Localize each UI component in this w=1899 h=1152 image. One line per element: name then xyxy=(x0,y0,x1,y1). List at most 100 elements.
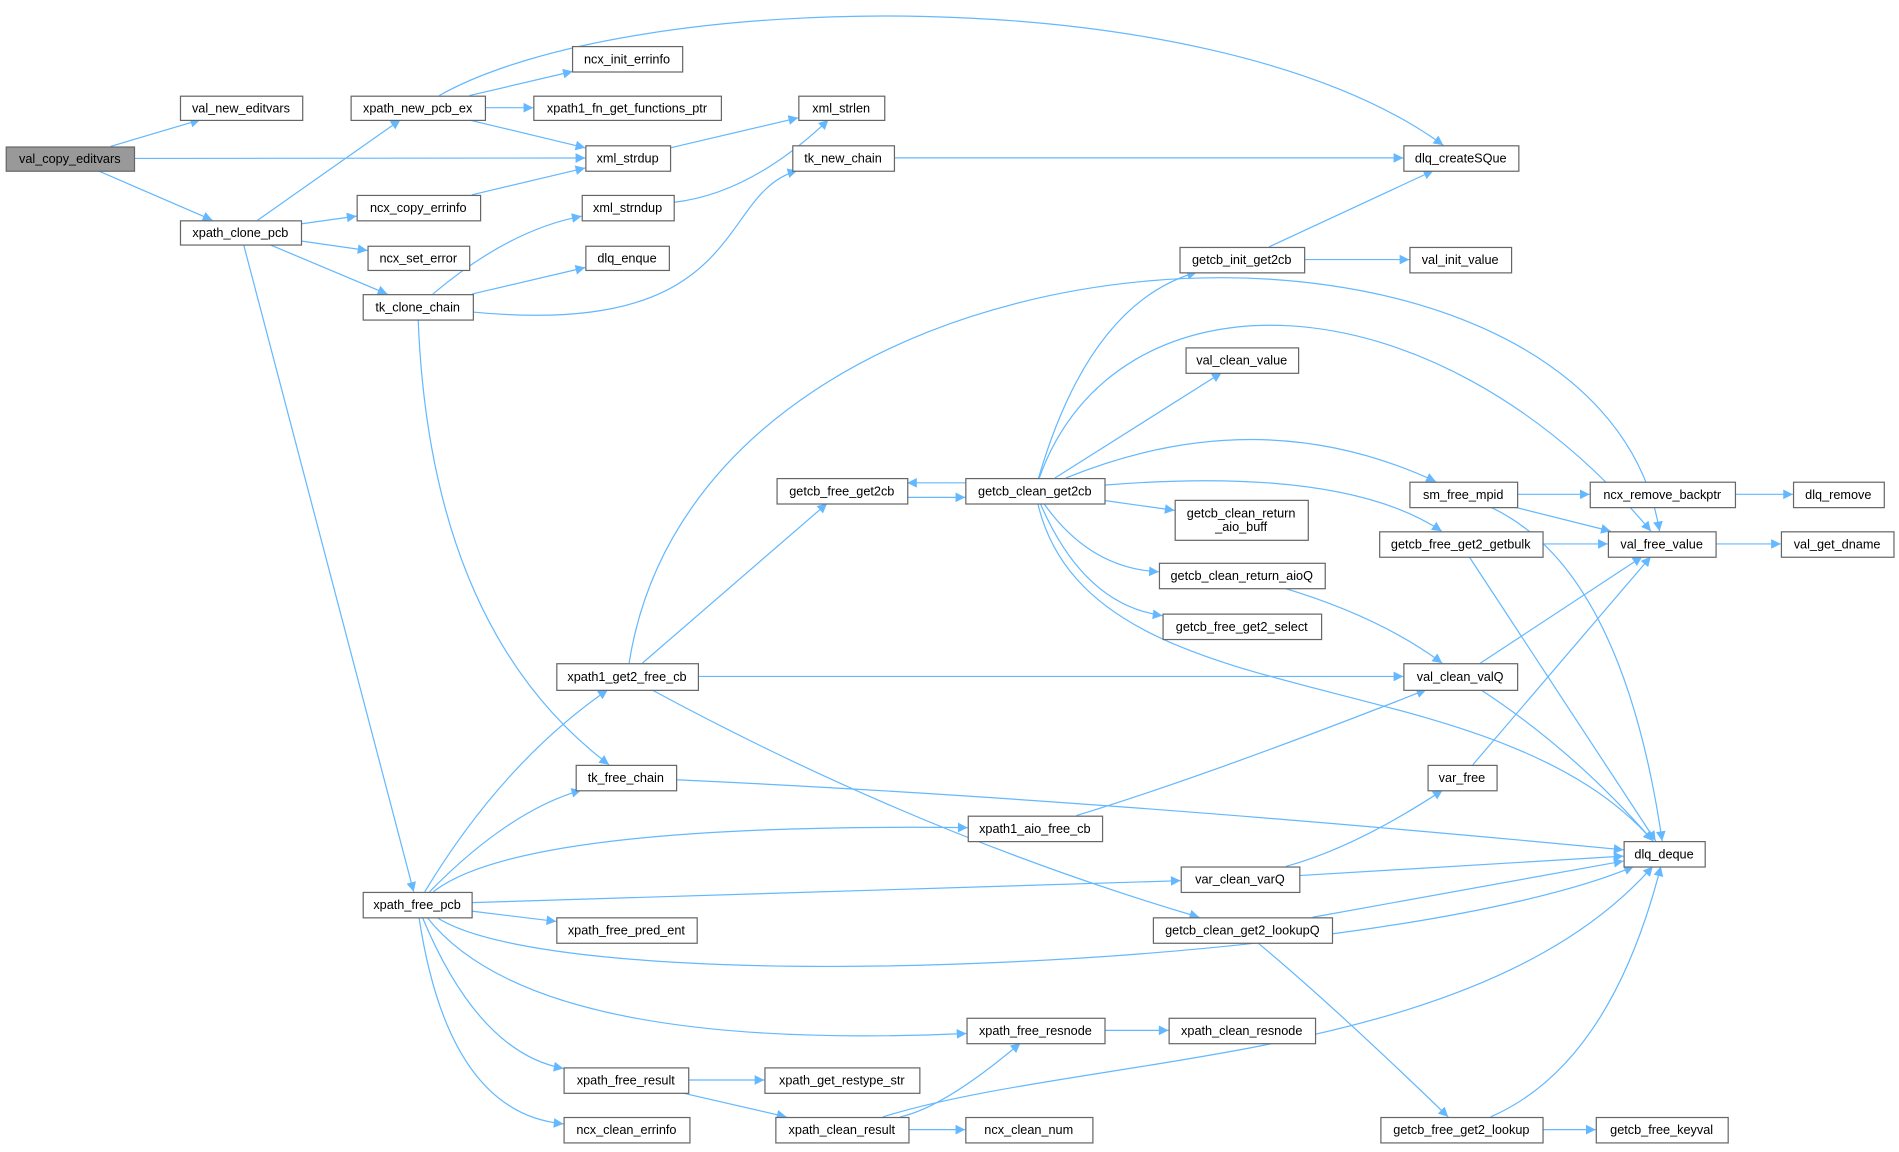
graph-node-dlq-createSQue[interactable]: dlq_createSQue xyxy=(1403,145,1520,172)
node-label: dlq_createSQue xyxy=(1415,152,1507,166)
node-label: val_get_dname xyxy=(1794,538,1881,552)
node-box xyxy=(792,145,896,172)
graph-node-getcb-init-get2cb[interactable]: getcb_init_get2cb xyxy=(1179,246,1306,274)
node-box xyxy=(362,891,473,919)
call-edge-var_clean_varQ-to-var_free xyxy=(1285,789,1443,868)
node-label: getcb_free_get2_select xyxy=(1176,620,1308,634)
graph-node-getcb-free-keyval[interactable]: getcb_free_keyval xyxy=(1595,1116,1729,1144)
node-label: getcb_clean_get2_lookupQ xyxy=(1165,924,1320,938)
graph-node-val-clean-value[interactable]: val_clean_value xyxy=(1185,347,1300,374)
node-box xyxy=(1409,481,1519,509)
call-edge-tk_clone_chain-to-dlq_enque xyxy=(471,265,586,295)
graph-node-tk-free-chain[interactable]: tk_free_chain xyxy=(575,764,678,792)
node-label: val_copy_editvars xyxy=(19,152,121,166)
graph-node-tk-clone-chain[interactable]: tk_clone_chain xyxy=(362,294,474,321)
node-box xyxy=(1403,663,1519,691)
nodes-layer: val_copy_editvars val_new_editvars xpath_n… xyxy=(5,45,1895,1144)
graph-node-getcb-clean-return-aioQ[interactable]: getcb_clean_return_aioQ xyxy=(1158,562,1326,590)
graph-node-xpath-free-resnode[interactable]: xpath_free_resnode xyxy=(966,1017,1106,1045)
graph-node-getcb-free-get2-getbulk[interactable]: getcb_free_get2_getbulk xyxy=(1379,531,1544,558)
node-label: xpath1_get2_free_cb xyxy=(567,670,686,684)
node-box xyxy=(356,194,482,222)
graph-node-xpath-clean-resnode[interactable]: xpath_clean_resnode xyxy=(1168,1017,1317,1045)
node-label: val_free_value xyxy=(1620,538,1703,552)
graph-node-val-new-editvars[interactable]: val_new_editvars xyxy=(179,95,304,122)
graph-node-xpath-free-pred-ent[interactable]: xpath_free_pred_ent xyxy=(556,917,698,944)
graph-node-ncx-clean-errinfo[interactable]: ncx_clean_errinfo xyxy=(563,1116,691,1144)
graph-node-xpath-free-pcb[interactable]: xpath_free_pcb xyxy=(362,891,473,919)
graph-node-xpath-clean-result[interactable]: xpath_clean_result xyxy=(775,1116,910,1144)
node-label: val_new_editvars xyxy=(192,101,290,115)
node-label: xml_strndup xyxy=(593,201,662,215)
graph-node-xpath-free-result[interactable]: xpath_free_result xyxy=(563,1067,690,1094)
graph-node-ncx-clean-num[interactable]: ncx_clean_num xyxy=(965,1116,1094,1144)
node-box xyxy=(1780,531,1895,558)
node-label: getcb_init_get2cb xyxy=(1192,253,1291,267)
graph-node-xpath1-fn-get-functions-ptr[interactable]: xpath1_fn_get_functions_ptr xyxy=(533,95,723,122)
call-edge-val_copy_editvars-to-xpath_clone_pcb xyxy=(97,170,213,221)
call-edge-xpath1_get2_free_cb-to-val_free_value xyxy=(628,277,1663,664)
call-edge-xpath_free_pcb-to-tk_free_chain xyxy=(429,788,582,893)
graph-node-xpath1-get2-free-cb[interactable]: xpath1_get2_free_cb xyxy=(556,663,700,691)
graph-node-xpath-get-restype-str[interactable]: xpath_get_restype_str xyxy=(764,1067,921,1094)
call-edge-xpath_clean_result-to-dlq_deque xyxy=(882,866,1654,1118)
node-label: xml_strdup xyxy=(597,152,659,166)
call-edge-getcb_free_get2_getbulk-to-dlq_deque xyxy=(1468,556,1657,842)
call-edge-xpath_free_pcb-to-xpath_free_result xyxy=(421,917,564,1072)
node-box xyxy=(1185,347,1300,374)
call-edge-var_free-to-val_free_value xyxy=(1472,556,1652,766)
graph-node-dlq-enque[interactable]: dlq_enque xyxy=(585,245,670,272)
graph-node-dlq-remove[interactable]: dlq_remove xyxy=(1792,481,1885,509)
call-edge-getcb_clean_get2cb-to-getcb_free_get2_getbulk xyxy=(1104,480,1443,532)
graph-node-xml-strdup[interactable]: xml_strdup xyxy=(585,145,672,172)
graph-node-val-copy-editvars[interactable]: val_copy_editvars xyxy=(5,146,136,172)
node-label: tk_new_chain xyxy=(804,152,882,166)
graph-node-tk-new-chain[interactable]: tk_new_chain xyxy=(792,145,896,172)
graph-node-ncx-set-error[interactable]: ncx_set_error xyxy=(367,245,471,272)
node-box xyxy=(575,764,678,792)
node-label: getcb_free_get2_lookup xyxy=(1393,1123,1529,1137)
graph-node-ncx-init-errinfo[interactable]: ncx_init_errinfo xyxy=(571,45,684,73)
graph-node-getcb-clean-return-aio-buff[interactable]: getcb_clean_return_aio_buff xyxy=(1174,499,1309,541)
graph-node-val-clean-valQ[interactable]: val_clean_valQ xyxy=(1403,663,1519,691)
node-label: xpath_free_pred_ent xyxy=(568,924,686,938)
graph-node-getcb-free-get2cb[interactable]: getcb_free_get2cb xyxy=(776,477,909,505)
call-edge-tk_free_chain-to-dlq_deque xyxy=(675,779,1624,854)
graph-node-xml-strlen[interactable]: xml_strlen xyxy=(798,95,886,122)
call-edge-xpath_clone_pcb-to-ncx_copy_errinfo xyxy=(300,212,357,225)
graph-node-ncx-copy-errinfo[interactable]: ncx_copy_errinfo xyxy=(356,194,482,222)
graph-node-xpath1-aio-free-cb[interactable]: xpath1_aio_free_cb xyxy=(967,815,1104,843)
graph-node-xpath-new-pcb-ex[interactable]: xpath_new_pcb_ex xyxy=(350,95,487,122)
call-edge-xpath_free_pcb-to-dlq_deque xyxy=(436,865,1635,967)
call-edge-xpath_clone_pcb-to-ncx_set_error xyxy=(300,240,368,254)
graph-node-val-get-dname[interactable]: val_get_dname xyxy=(1780,531,1895,558)
node-box xyxy=(367,245,471,272)
graph-node-xml-strndup[interactable]: xml_strndup xyxy=(581,194,675,222)
node-box xyxy=(1152,917,1334,944)
graph-node-getcb-clean-get2cb[interactable]: getcb_clean_get2cb xyxy=(965,477,1106,505)
graph-node-var-free[interactable]: var_free xyxy=(1427,764,1498,792)
node-box xyxy=(1623,841,1706,868)
graph-node-sm-free-mpid[interactable]: sm_free_mpid xyxy=(1409,481,1519,509)
node-label: sm_free_mpid xyxy=(1423,488,1503,502)
call-edge-getcb_clean_get2cb-to-dlq_deque xyxy=(1037,503,1654,842)
graph-node-ncx-remove-backptr[interactable]: ncx_remove_backptr xyxy=(1589,481,1737,509)
call-edge-xpath_clone_pcb-to-xpath_free_pcb xyxy=(242,244,416,892)
graph-node-val-free-value[interactable]: val_free_value xyxy=(1607,531,1717,558)
node-box xyxy=(1379,531,1544,558)
node-box xyxy=(1403,145,1520,172)
call-edge-var_clean_varQ-to-dlq_deque xyxy=(1299,851,1624,877)
node-label: getcb_clean_return_aioQ xyxy=(1170,569,1313,583)
call-edge-xpath_free_pcb-to-ncx_clean_errinfo xyxy=(418,917,564,1128)
graph-node-xpath-clone-pcb[interactable]: xpath_clone_pcb xyxy=(179,220,303,246)
graph-node-dlq-deque[interactable]: dlq_deque xyxy=(1623,841,1706,868)
graph-node-getcb-free-get2-lookup[interactable]: getcb_free_get2_lookup xyxy=(1380,1116,1544,1144)
graph-node-getcb-clean-get2-lookupQ[interactable]: getcb_clean_get2_lookupQ xyxy=(1152,917,1334,944)
call-edge-tk_clone_chain-to-xml_strndup xyxy=(432,213,582,295)
graph-node-var-clean-varQ[interactable]: var_clean_varQ xyxy=(1180,866,1301,894)
call-edge-xpath_new_pcb_ex-to-xml_strdup xyxy=(468,119,586,151)
call-edge-xpath1_get2_free_cb-to-getcb_free_get2cb xyxy=(642,502,828,664)
node-label: var_clean_varQ xyxy=(1195,873,1285,887)
graph-node-getcb-free-get2-select[interactable]: getcb_free_get2_select xyxy=(1162,613,1323,641)
graph-node-val-init-value[interactable]: val_init_value xyxy=(1409,246,1513,274)
